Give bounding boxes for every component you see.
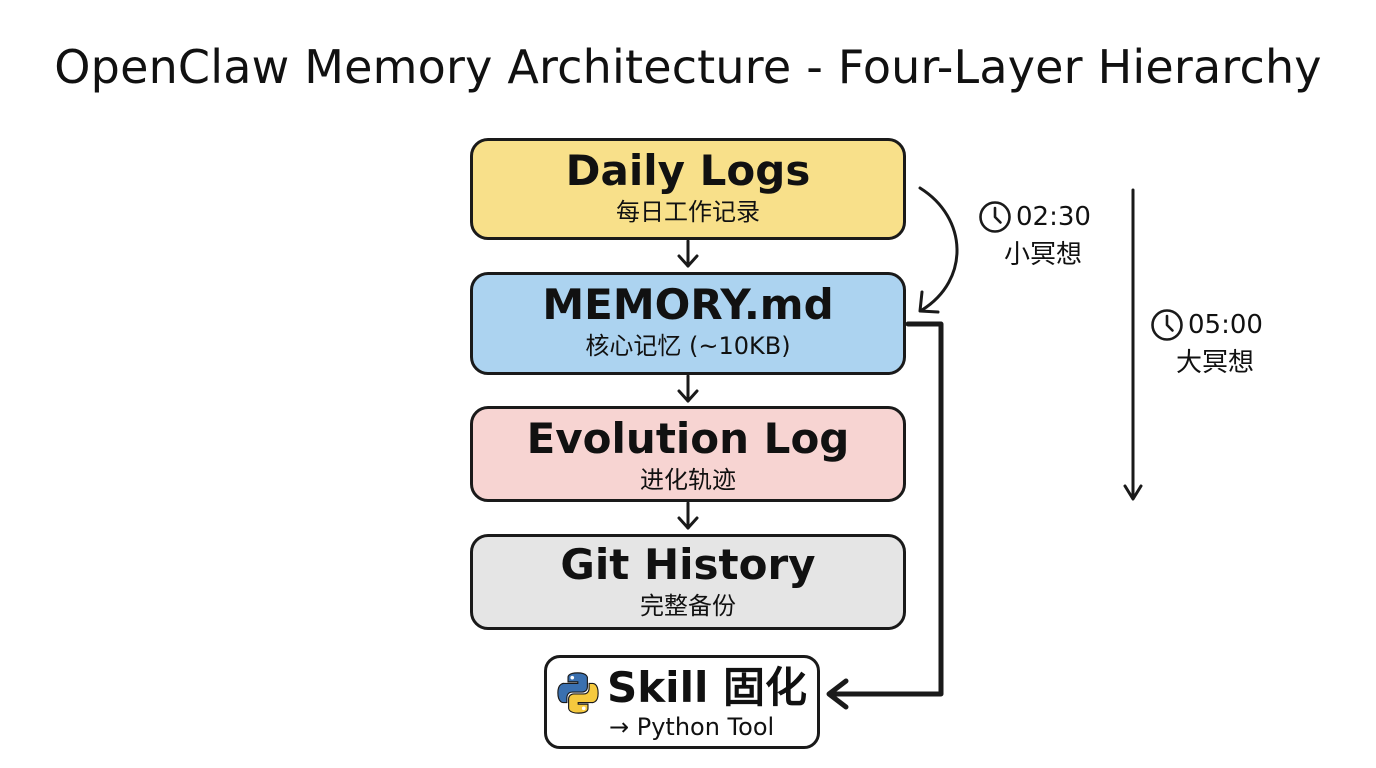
- layer-git-history-subtitle: 完整备份: [640, 592, 736, 620]
- layer-git-history-name: Git History: [560, 540, 816, 589]
- layer-evolution-log: Evolution Log 进化轨迹: [470, 406, 906, 502]
- schedule-big-meditation: 05:00 大冥想: [1150, 308, 1280, 380]
- layer-daily-logs-name: Daily Logs: [565, 146, 811, 195]
- curved-arrow-meditation: [918, 186, 959, 312]
- skill-subtitle: → Python Tool: [609, 713, 775, 741]
- layer-evolution-log-subtitle: 进化轨迹: [640, 466, 736, 494]
- diagram-title: OpenClaw Memory Architecture - Four-Laye…: [54, 40, 1322, 94]
- clock-icon: [979, 201, 1011, 233]
- skill-name: Skill 固化: [607, 663, 807, 712]
- schedule-small-time: 02:30: [1016, 202, 1091, 232]
- skill-box: Skill 固化 → Python Tool: [544, 655, 820, 749]
- layer-daily-logs-subtitle: 每日工作记录: [616, 198, 760, 226]
- schedule-big-time: 05:00: [1188, 310, 1263, 340]
- clock-icon: [1151, 309, 1183, 341]
- schedule-small-label: 小冥想: [1003, 240, 1082, 270]
- layer-git-history: Git History 完整备份: [470, 534, 906, 630]
- python-logo-icon: [557, 672, 599, 714]
- schedule-small-meditation: 02:30 小冥想: [978, 200, 1108, 272]
- layer-memory-md-name: MEMORY.md: [542, 280, 834, 329]
- layer-memory-md-subtitle: 核心记忆 (~10KB): [585, 332, 791, 360]
- layer-daily-logs: Daily Logs 每日工作记录: [470, 138, 906, 240]
- layer-evolution-log-name: Evolution Log: [526, 414, 850, 463]
- schedule-big-label: 大冥想: [1175, 348, 1254, 378]
- arrow-memory-to-skill: [827, 321, 944, 697]
- layer-memory-md: MEMORY.md 核心记忆 (~10KB): [470, 272, 906, 375]
